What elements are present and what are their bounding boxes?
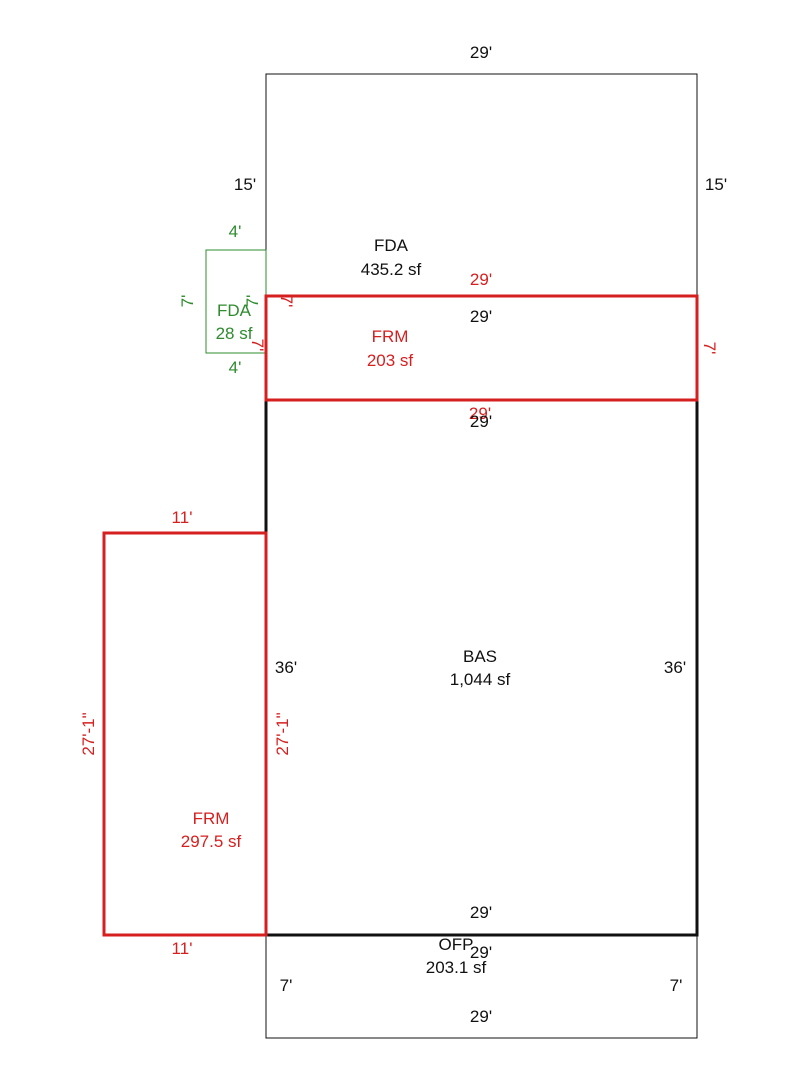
ofp-dim-right: 7': [670, 976, 683, 995]
frm-left-code: FRM: [193, 809, 230, 828]
fda-small-code: FDA: [217, 301, 252, 320]
frm-left-dim-right: 27'-1": [273, 712, 292, 755]
frm-top-area: 203 sf: [367, 351, 414, 370]
fda-small-dim-left: 7': [178, 295, 197, 308]
fda-small-dim-bottom: 4': [229, 358, 242, 377]
ofp-dim-bottom: 29': [470, 1007, 492, 1026]
ofp-dim-top: 29': [470, 943, 492, 962]
frm-left-dim-bottom: 11': [172, 939, 193, 958]
frm-top-outline: [264, 294, 699, 402]
frm-top-dim-bottom: 29': [469, 404, 491, 423]
fda-top-outline: [265, 73, 698, 298]
bas-dim-top: 29': [470, 412, 492, 431]
ofp-dim-left: 7': [280, 976, 293, 995]
bas-dim-bottom: 29': [470, 903, 492, 922]
bas-code: BAS: [463, 647, 497, 666]
frm-top-dim-top: 29': [470, 270, 492, 289]
bas-outline: [264, 398, 699, 937]
frm-left-dim-top: 11': [172, 508, 193, 527]
bas-dim-left: 36': [275, 658, 297, 677]
frm-left-dim-left: 27'-1": [79, 712, 98, 755]
fda-small-area: 28 sf: [216, 324, 253, 343]
fda-top-code: FDA: [374, 236, 409, 255]
frm-top-dim-left: 7': [277, 295, 296, 308]
frm-top-dim-left-inner: 7': [248, 339, 267, 352]
fda-top-dim-top: 29': [470, 43, 492, 62]
fda-small-dim-top: 4': [229, 222, 242, 241]
bas-dim-right: 36': [664, 658, 686, 677]
fda-top-dim-right: 15': [705, 175, 727, 194]
frm-left-outline: [102, 531, 268, 937]
fda-small-dim-right: 7': [243, 295, 262, 308]
fda-top-dim-left: 15': [234, 175, 256, 194]
ofp-code: OFP: [439, 935, 474, 954]
frm-top-code: FRM: [372, 327, 409, 346]
bas-area: 1,044 sf: [450, 670, 511, 689]
fda-top-dim-bottom: 29': [470, 307, 492, 326]
fda-top-area: 435.2 sf: [361, 260, 422, 279]
frm-top-dim-right: 7': [700, 342, 719, 355]
frm-left-area: 297.5 sf: [181, 832, 242, 851]
ofp-area: 203.1 sf: [426, 958, 487, 977]
